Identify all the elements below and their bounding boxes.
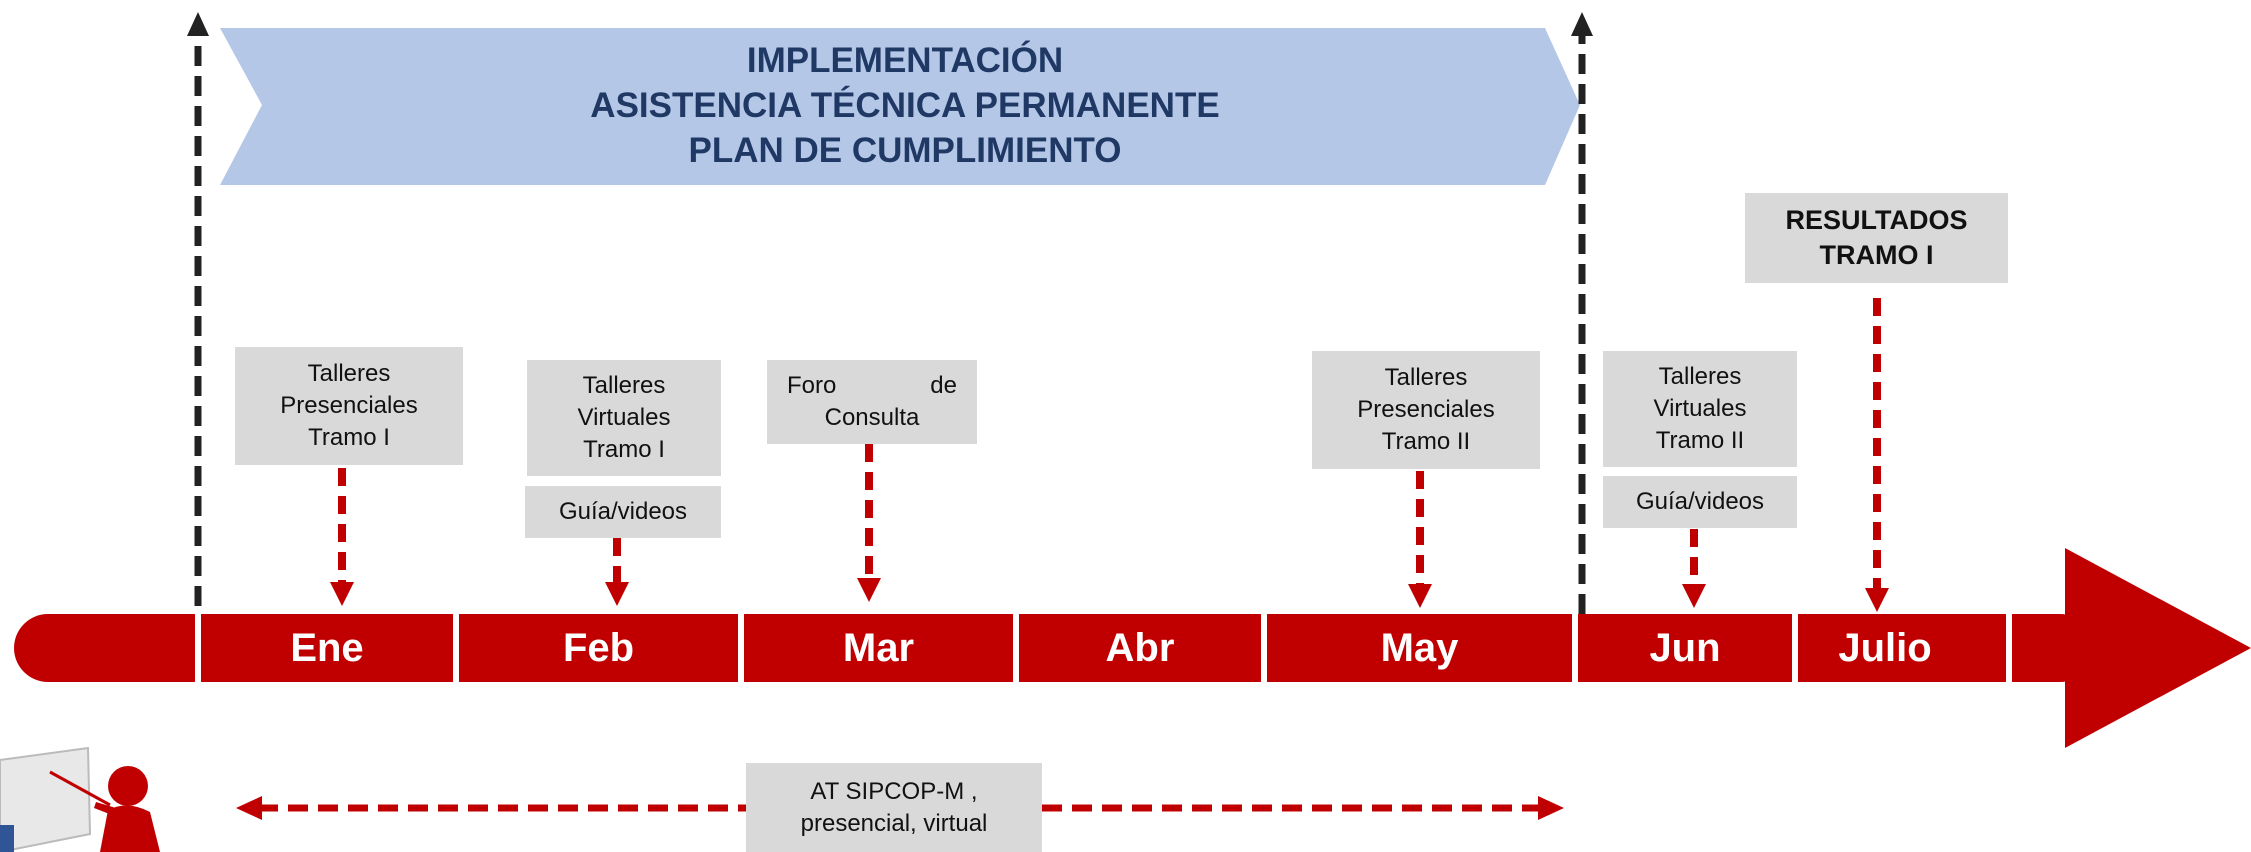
month-separators <box>195 614 2012 682</box>
box-guia-videos-feb: Guía/videos <box>525 486 721 538</box>
box-talleres-presenciales-tramo-2: Talleres Presenciales Tramo II <box>1312 351 1540 469</box>
arrowhead-ene <box>330 582 354 606</box>
box-talleres-presenciales-tramo-1: Talleres Presenciales Tramo I <box>235 347 463 465</box>
presenter-figure-icon <box>0 746 160 852</box>
box-talleres-virtuales-tramo-1: Talleres Virtuales Tramo I <box>527 360 721 476</box>
banner-line-1: IMPLEMENTACIÓN <box>746 41 1064 80</box>
arrowhead-may <box>1408 584 1432 608</box>
banner-line-2: ASISTENCIA TÉCNICA PERMANENTE <box>590 86 1220 125</box>
box-resultados-tramo-1: RESULTADOS TRAMO I <box>1745 193 2008 283</box>
box-guia-videos-jun: Guía/videos <box>1603 476 1797 528</box>
month-label-jun: Jun <box>1649 626 1721 670</box>
month-label-abr: Abr <box>1105 626 1175 670</box>
banner-title: IMPLEMENTACIÓN ASISTENCIA TÉCNICA PERMAN… <box>220 38 1590 173</box>
arrowhead-feb <box>605 582 629 606</box>
month-label-feb: Feb <box>562 626 635 670</box>
arrowhead-julio <box>1865 588 1889 612</box>
box-at-sipcop-m: AT SIPCOP-M , presencial, virtual <box>746 763 1042 852</box>
box-foro-de-consulta: Foro de Consulta <box>767 360 977 444</box>
arrowhead-mar <box>857 578 881 602</box>
arrowhead-jun <box>1682 584 1706 608</box>
banner-line-3: PLAN DE CUMPLIMIENTO <box>688 131 1122 170</box>
month-label-mar: Mar <box>842 626 915 670</box>
red-dashed-arrows <box>338 298 1881 590</box>
box-talleres-virtuales-tramo-2: Talleres Virtuales Tramo II <box>1603 351 1797 467</box>
left-boundary-arrowhead <box>187 12 209 36</box>
month-label-julio: Julio <box>1838 626 1932 670</box>
month-label-ene: Ene <box>290 626 364 670</box>
right-boundary-arrowhead <box>1571 12 1593 36</box>
banner-chevron <box>220 28 1580 185</box>
month-label-may: May <box>1380 626 1459 670</box>
at-range-arrow <box>236 796 1564 820</box>
